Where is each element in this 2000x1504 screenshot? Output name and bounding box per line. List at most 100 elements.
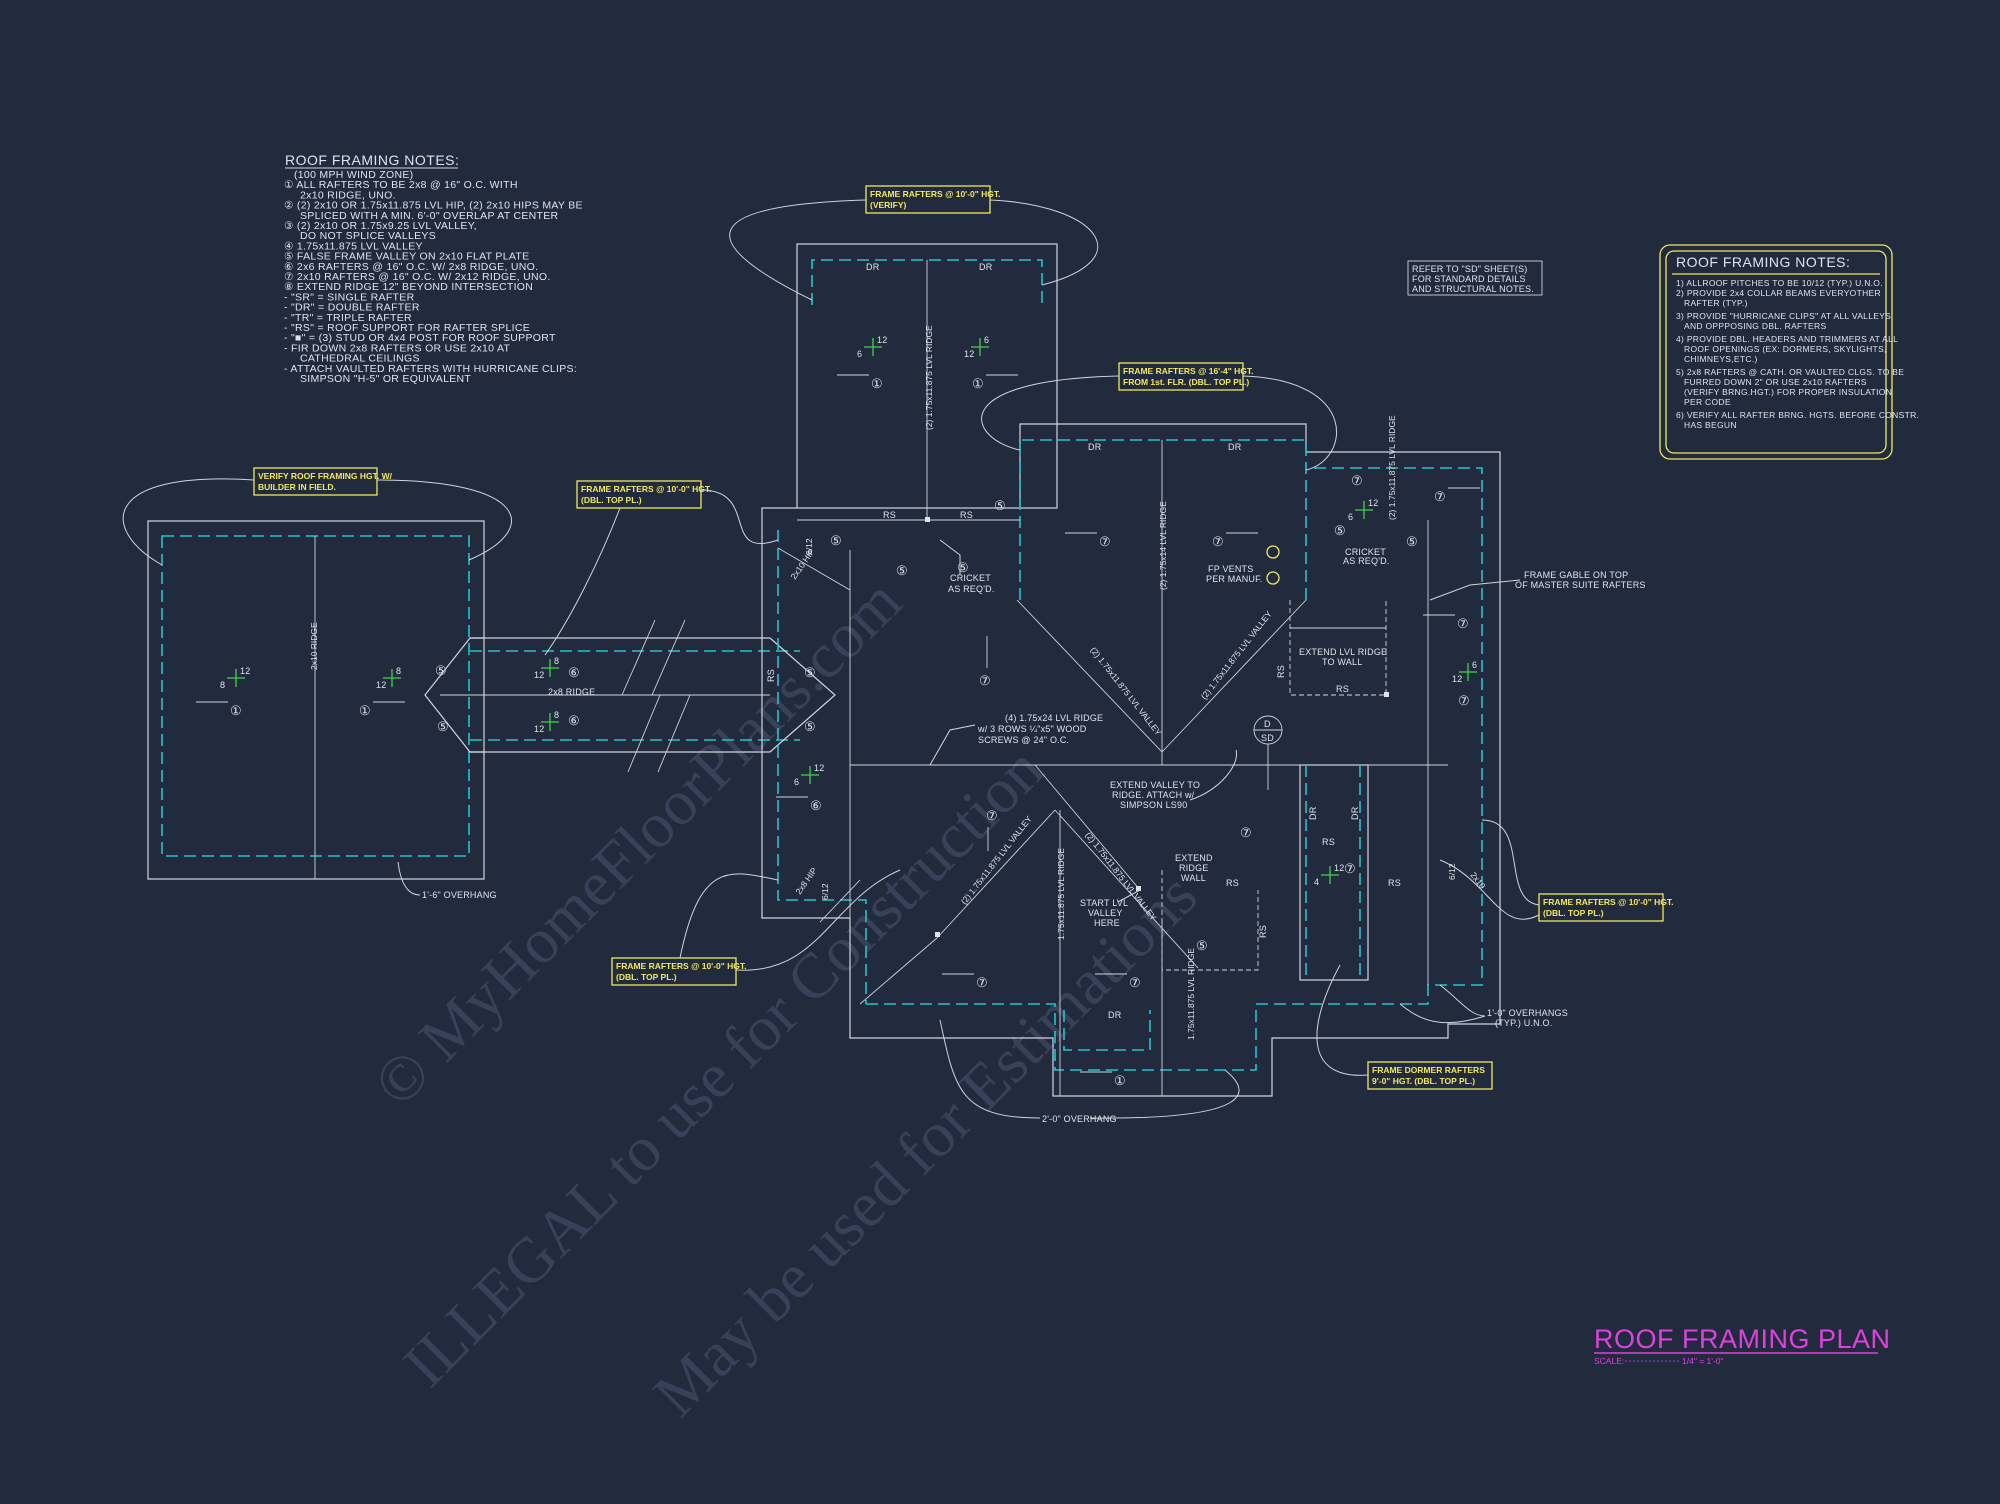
pitch-symbol: 128: [376, 666, 401, 690]
callout-dbl-bottom-line-2: (DBL. TOP PL.): [616, 972, 677, 982]
refer-line-2: FOR STANDARD DETAILS: [1412, 274, 1526, 284]
left-note-line: CATHEDRAL CEILINGS: [300, 353, 420, 365]
callout-builder-box: [253, 467, 378, 496]
rs-marker-4: RS: [1226, 878, 1239, 888]
extend-lvl-note-2: TO WALL: [1322, 657, 1362, 667]
left-notes-title: ROOF FRAMING NOTES:: [285, 152, 459, 168]
left-note-line: - "TR" = TRIPLE RAFTER: [284, 312, 412, 324]
right-note-line: 1) ALLROOF PITCHES TO BE 10/12 (TYP.) U.…: [1676, 278, 1883, 288]
callout-dbl-bottom-line-1: FRAME RAFTERS @ 10'-0" HGT.: [616, 961, 747, 971]
right-note-line: 3) PROVIDE "HURRICANE CLIPS" AT ALL VALL…: [1676, 311, 1891, 321]
rs-marker-9: RS: [1258, 925, 1268, 938]
pitch-run: 6: [984, 335, 989, 345]
extend-ridge-note-3: WALL: [1181, 873, 1206, 883]
left-note-line: SPLICED WITH A MIN. 6'-0" OVERLAP AT CEN…: [300, 210, 559, 222]
note-marker: ①: [1080, 1071, 1126, 1088]
note-marker-number: ⑦: [1344, 861, 1356, 876]
pitch-rise: 12: [534, 670, 544, 680]
left-note-line: ⑥ 2x6 RAFTERS @ 16" O.C. W/ 2x8 RIDGE, U…: [284, 261, 538, 273]
rs-marker-5: RS: [1322, 837, 1335, 847]
callout-dbl-bottom-leader-1: [679, 873, 779, 959]
cricket-note-1b: AS REQ'D.: [948, 584, 995, 594]
note-marker: ⑤: [830, 533, 842, 548]
rs-marker-8: RS: [1276, 665, 1286, 678]
note-marker: ⑤: [1334, 523, 1346, 538]
lvl-ridge-leader: [929, 724, 976, 766]
valley-line-5: [1034, 764, 1141, 891]
post-4: [935, 932, 940, 937]
overhang-right-leader-1: [1439, 984, 1486, 1017]
note-marker-number: ⑤: [804, 719, 816, 734]
note-marker-number: ①: [871, 376, 883, 391]
pitch-rise: 12: [1452, 674, 1462, 684]
dr-marker-3: DR: [1088, 442, 1102, 452]
left-note-line: - "■" = (3) STUD OR 4x4 POST FOR ROOF SU…: [284, 332, 556, 344]
note-marker-number: ①: [972, 376, 984, 391]
breezeway-right-end: [769, 637, 836, 753]
note-marker-number: ⑦: [1240, 825, 1252, 840]
lvl-ridge-note-3: SCREWS @ 24" O.C.: [978, 735, 1069, 745]
dr-rs-markers: DR DR DR DR DR DR DR RS RS RS RS RS RS R…: [766, 262, 1401, 1020]
extend-valley-note-3: SIMPSON LS90: [1120, 800, 1187, 810]
callout-dbl-left-leader-2: [700, 489, 779, 545]
note-marker-number: ①: [1114, 1073, 1126, 1088]
start-lvl-note-3: HERE: [1094, 918, 1120, 928]
callout-builder: VERIFY ROOF FRAMING HGT. W/ BUILDER IN F…: [122, 467, 512, 566]
start-lvl-leader: [1117, 889, 1141, 903]
extend-ridge-note-2: RIDGE: [1179, 863, 1209, 873]
note-marker: ⑤: [435, 663, 447, 678]
watermark-line-3: May be used for Estimations: [640, 859, 1211, 1430]
note-marker: ⑦: [1240, 825, 1252, 840]
pitch-symbol: 4 12: [1314, 863, 1344, 887]
pitch-run: 8: [554, 656, 559, 666]
pitch-run: 8: [396, 666, 401, 676]
callout-dormer-line-1: FRAME DORMER RAFTERS: [1372, 1065, 1485, 1075]
frame-gable-note-2: OF MASTER SUITE RAFTERS: [1515, 580, 1646, 590]
note-marker-number: ⑦: [1458, 693, 1470, 708]
left-note-line: ⑧ EXTEND RIDGE 12" BEYOND INTERSECTION: [284, 281, 533, 293]
left-note-line: - FIR DOWN 2x8 RAFTERS OR USE 2x10 AT: [284, 342, 510, 354]
overhang-left-leader: [397, 861, 421, 896]
note-marker-number: ⑤: [896, 563, 908, 578]
pitch-run: 12: [1334, 863, 1344, 873]
note-marker: ⑤: [804, 665, 816, 680]
left-note-line: ④ 1.75x11.875 LVL VALLEY: [284, 240, 423, 252]
note-marker-number: ⑦: [986, 808, 998, 823]
note-marker: ⑦: [1212, 532, 1258, 549]
hip-upper: [777, 547, 851, 591]
pitch-rise: 12: [534, 724, 544, 734]
note-marker-number: ⑥: [568, 665, 580, 680]
note-marker: ⑦: [1351, 473, 1363, 488]
top-wing-roof-edge: [811, 259, 1043, 305]
left-note-line: - "DR" = DOUBLE RAFTER: [284, 302, 420, 314]
note-marker-number: ⑦: [1434, 489, 1446, 504]
note-marker: ①: [837, 374, 883, 391]
pitch-rise: 8: [220, 680, 225, 690]
roof-support-posts: [925, 517, 1389, 937]
right-note-line: PER CODE: [1684, 397, 1731, 407]
right-note-line: RAFTER (TYP.): [1684, 298, 1748, 308]
cricket-note-1a: CRICKET: [950, 573, 991, 583]
refer-note-box: [1407, 260, 1543, 296]
callout-dbl-bottom: FRAME RAFTERS @ 10'-0" HGT. (DBL. TOP PL…: [611, 869, 901, 986]
note-marker: ⑦: [1344, 861, 1356, 876]
left-note-line: DO NOT SPLICE VALLEYS: [300, 230, 436, 242]
label-2x8-ridge: 2x8 RIDGE: [548, 687, 595, 697]
note-marker-number: ⑦: [979, 673, 991, 688]
rs-marker-6: RS: [1388, 878, 1401, 888]
note-marker: ⑦: [1095, 973, 1141, 990]
left-note-line: ② (2) 2x10 OR 1.75x11.875 LVL HIP, (2) 2…: [284, 200, 583, 212]
pitch-rise: 4: [1314, 877, 1319, 887]
break-line-1: [621, 619, 661, 773]
label-right-ridge: (2) 1.75x11.875 LVL RIDGE: [1387, 415, 1397, 520]
right-framing-notes: ROOF FRAMING NOTES: 1) ALLROOF PITCHES T…: [1659, 244, 1919, 460]
right-note-line: AND OPPPOSING DBL. RAFTERS: [1684, 321, 1826, 331]
right-note-line: 2) PROVIDE 2x4 COLLAR BEAMS EVERYOTHER: [1676, 288, 1881, 298]
note-marker-number: ①: [230, 703, 242, 718]
pitch-run: 12: [814, 763, 824, 773]
note-marker-number: ⑤: [1406, 534, 1418, 549]
fp-vent-1: [1266, 545, 1280, 559]
pitch-run: 12: [877, 335, 887, 345]
pitch-rise: 12: [964, 349, 974, 359]
